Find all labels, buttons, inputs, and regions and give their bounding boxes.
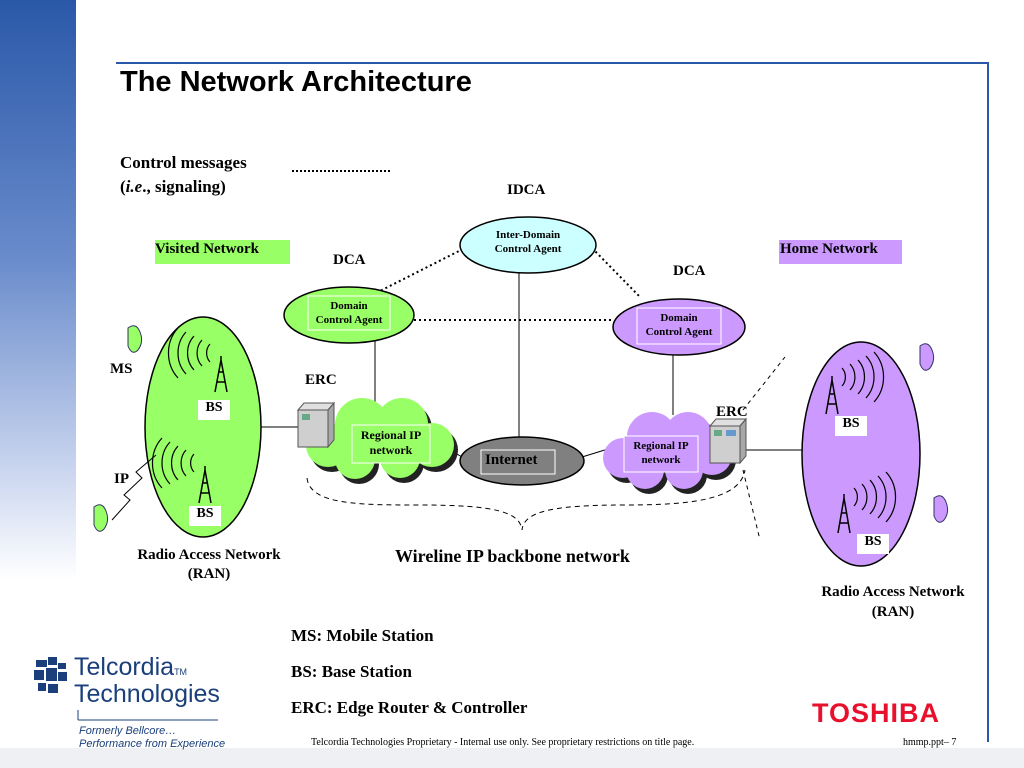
bs-label: BS bbox=[857, 534, 889, 554]
home-network-tag: Home Network bbox=[779, 240, 902, 264]
logo-tagline: Performance from Experience bbox=[79, 738, 226, 750]
telcordia-logo-word: TelcordiaTM bbox=[74, 653, 188, 681]
slide-title: The Network Architecture bbox=[120, 66, 472, 98]
idca-node-ellipse bbox=[459, 216, 597, 274]
erc-left-server-icon bbox=[296, 401, 336, 449]
backbone-brace bbox=[306, 469, 746, 531]
bs-tower-icon bbox=[151, 327, 897, 534]
legend-ms: MS: Mobile Station bbox=[291, 626, 434, 645]
right-rule bbox=[987, 62, 989, 742]
footer-note: Telcordia Technologies Proprietary - Int… bbox=[311, 737, 695, 748]
internet-label: Internet bbox=[485, 452, 538, 468]
logo-formerly: Formerly Bellcore… bbox=[79, 725, 177, 737]
left-ran-ellipse bbox=[144, 316, 262, 538]
ran-right-caption: Radio Access Network(RAN) bbox=[821, 584, 965, 620]
idca-label: IDCA bbox=[507, 182, 546, 198]
control-line-dca-left-idca bbox=[371, 247, 466, 296]
control-messages-label: Control messages bbox=[120, 153, 247, 172]
legend-erc: ERC: Edge Router & Controller bbox=[291, 698, 528, 717]
regional-left-cloud bbox=[306, 398, 458, 484]
mobile-station-icon bbox=[93, 325, 949, 532]
dca-left-label: DCA bbox=[333, 252, 366, 268]
erc-right-label: ERC bbox=[716, 404, 748, 420]
bottom-strip bbox=[0, 748, 1024, 768]
dca-right-label: DCA bbox=[673, 263, 706, 279]
backbone-caption: Wireline IP backbone network bbox=[395, 546, 630, 566]
footer-slide-number: hmmp.ppt– 7 bbox=[903, 737, 957, 748]
control-messages-signaling: (i.e., signaling) bbox=[120, 177, 226, 196]
ip-link-zigzag bbox=[111, 454, 157, 521]
erc-right-server-icon bbox=[708, 417, 748, 465]
ms-label: MS bbox=[110, 361, 133, 377]
bs-label: BS bbox=[198, 400, 230, 420]
toshiba-logo: TOSHIBA bbox=[812, 698, 941, 728]
legend-bs: BS: Base Station bbox=[291, 662, 412, 681]
side-accent-bar bbox=[0, 0, 76, 580]
erc-left-label: ERC bbox=[305, 372, 337, 388]
control-line-idca-dca-right bbox=[591, 247, 641, 298]
telcordia-logo-icon bbox=[34, 657, 67, 693]
bs-label: BS bbox=[189, 506, 221, 526]
visited-network-tag: Visited Network bbox=[155, 240, 290, 264]
ran-left-caption: Radio Access Network(RAN) bbox=[137, 547, 281, 582]
top-rule bbox=[116, 62, 988, 64]
bs-label: BS bbox=[835, 416, 867, 436]
internet-regional-line bbox=[581, 448, 609, 458]
right-ran-ellipse bbox=[801, 341, 921, 567]
telcordia-logo-word-2: Technologies bbox=[74, 680, 220, 708]
ip-label: IP bbox=[114, 471, 129, 487]
